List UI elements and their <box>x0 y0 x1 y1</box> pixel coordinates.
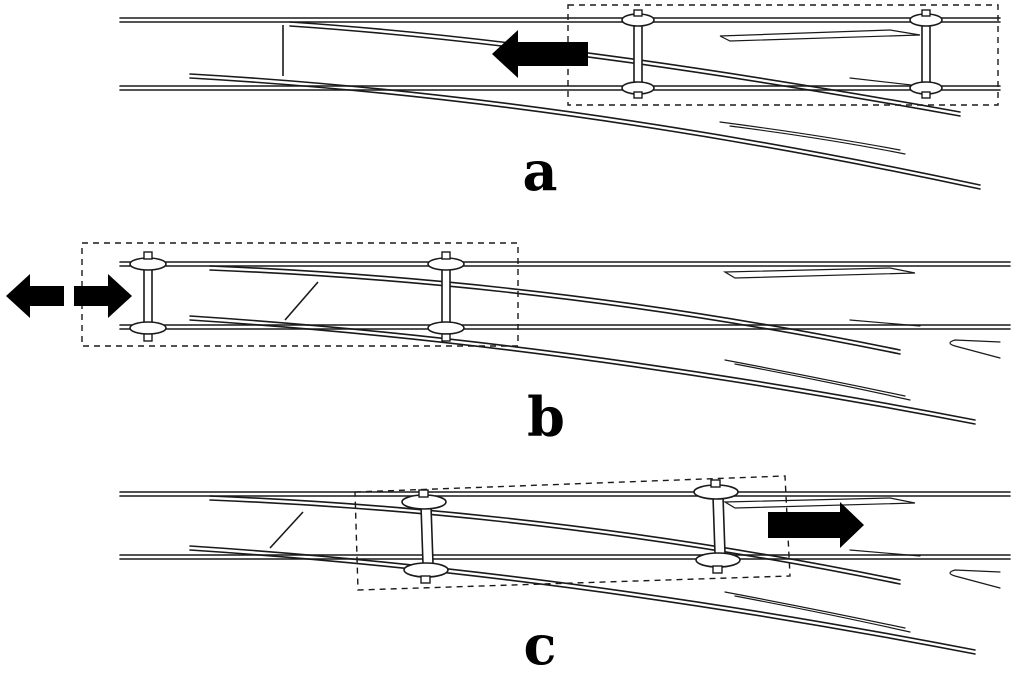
panel-c: c <box>119 475 1011 674</box>
panel-b-track <box>119 261 1011 425</box>
panel-a-bogie-axles <box>621 9 943 99</box>
panel-a-bogie-frame <box>567 4 999 106</box>
panel-b-label: b <box>527 385 565 449</box>
panel-a-left-arrow <box>492 30 588 78</box>
panel-c-label: c <box>524 613 557 674</box>
panel-a-label: a <box>523 139 558 203</box>
panel-a: a <box>119 4 1001 203</box>
panel-b-right-arrow <box>74 274 132 318</box>
panel-b: b <box>6 242 1011 449</box>
panel-c-bogie-axles <box>401 479 741 584</box>
panel-a-track <box>119 17 1001 190</box>
panel-b-left-arrow <box>6 274 64 318</box>
panel-c-track <box>119 491 1011 655</box>
panel-c-bogie-frame <box>354 475 791 591</box>
panel-c-right-arrow <box>768 502 864 548</box>
panel-b-bogie-axles <box>129 251 465 342</box>
